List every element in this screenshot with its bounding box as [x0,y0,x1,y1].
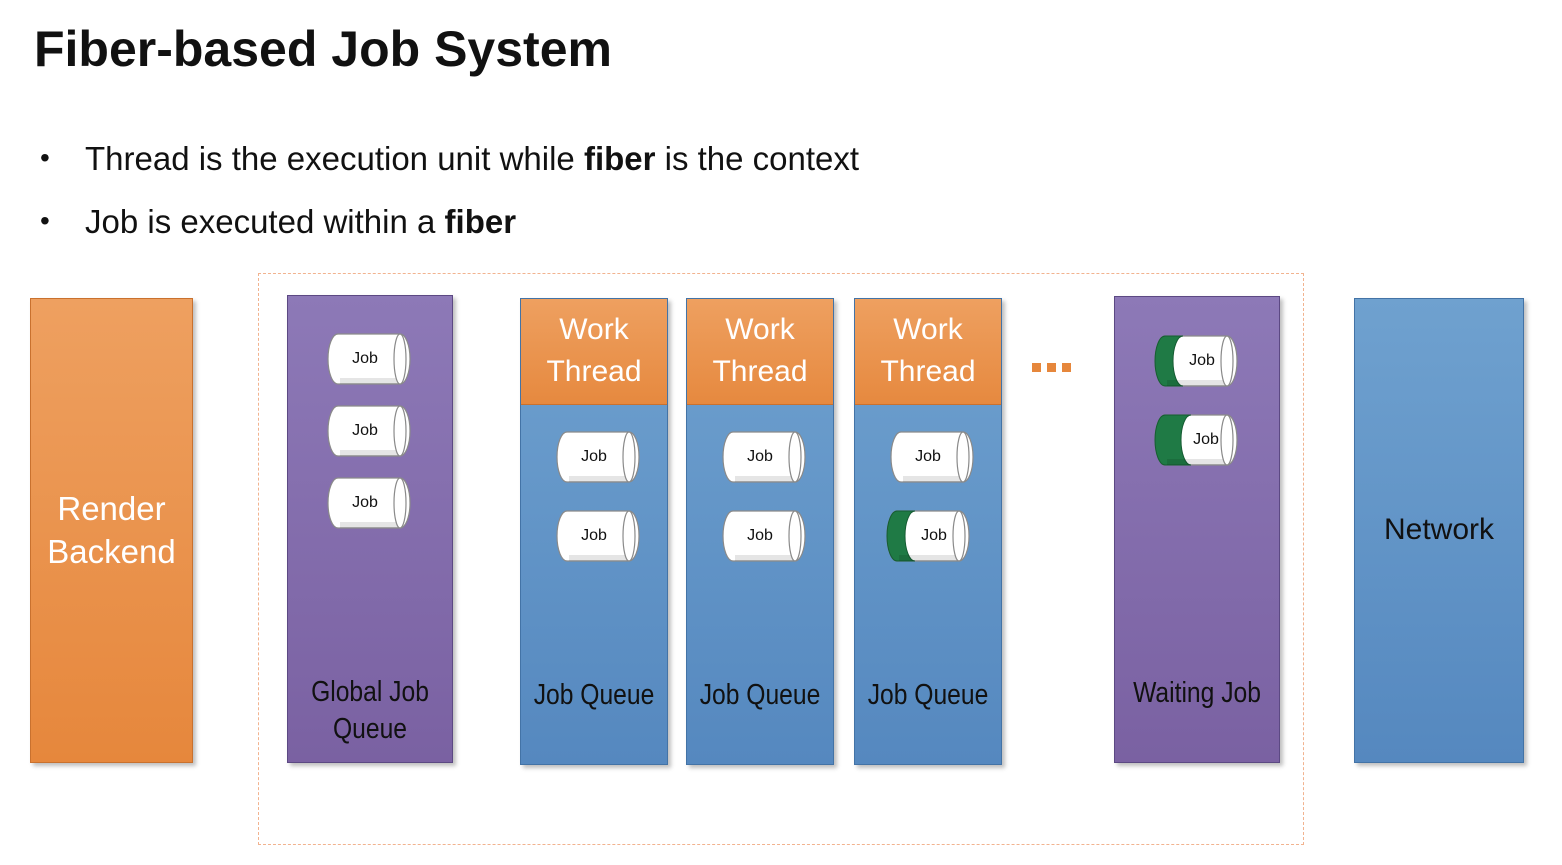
job-cylinder [327,405,411,457]
global-job-queue-label: Global Job Queue [300,674,439,748]
global-job-queue-label-line: Queue [332,713,408,745]
job-label: Job [581,448,607,465]
job-label: Job [747,527,773,544]
bullet-dot: • [40,142,50,173]
fiber-job-item: Job [1153,332,1239,390]
work-thread-column: Work Thread Job Job Job Queue [854,298,1002,765]
job-label: Job [352,494,378,511]
job-cylinder [556,431,640,483]
work-thread-label-line: Work [893,313,963,346]
ellipsis-dot [1062,363,1071,372]
work-thread-label-line: Work [559,313,629,346]
job-item: Job [326,474,412,532]
work-thread-header: Work Thread [521,299,667,405]
job-label: Job [1193,431,1219,448]
work-thread-label-line: Thread [880,355,976,388]
job-cylinder [722,510,806,562]
slide-title: Fiber-based Job System [34,21,612,77]
bullet-text-part: Job is executed within a [85,203,445,240]
job-item: Job [326,330,412,388]
job-queue-label: Job Queue [867,679,989,711]
bullet-dot: • [40,205,50,236]
render-backend-label-line: Render [57,490,166,527]
job-label: Job [352,422,378,439]
job-item: Job [555,507,641,565]
work-thread-label-line: Work [725,313,795,346]
job-label: Job [921,527,947,544]
ellipsis-dot [1032,363,1041,372]
render-backend-label-line: Backend [47,533,176,570]
fiber-job-item: Job [1153,411,1239,469]
bullet-bold-term: fiber [444,203,517,240]
fiber-job-item: Job [885,507,971,565]
fiber-context-segment [1154,335,1184,387]
fiber-job-cylinder [1154,335,1238,387]
render-backend-box: Render Backend [30,298,193,763]
job-item: Job [721,428,807,486]
network-box: Network [1354,298,1524,763]
job-label: Job [352,350,378,367]
global-job-queue-box: Job Job Job Global Job Queue [287,295,453,763]
job-cylinder [890,431,974,483]
job-cylinder [556,510,640,562]
job-queue-label: Job Queue [533,679,655,711]
job-item: Job [889,428,975,486]
bullet-bold-term: fiber [583,140,656,177]
fiber-context-segment [1154,414,1192,466]
render-backend-label: Render Backend [31,487,192,573]
job-label: Job [747,448,773,465]
job-cylinder [327,477,411,529]
ellipsis-dot [1047,363,1056,372]
work-thread-column: Work Thread Job Job Job Queue [520,298,668,765]
network-label: Network [1383,513,1495,546]
job-label: Job [1189,352,1215,369]
fiber-context-segment [886,510,916,562]
bullet-text-part: Thread is the execution unit while [85,140,584,177]
job-system-boundary [258,273,1304,845]
job-queue-label: Job Queue [699,679,821,711]
job-item: Job [326,402,412,460]
work-thread-header: Work Thread [687,299,833,405]
waiting-job-label: Waiting Job [1133,677,1261,709]
job-item: Job [555,428,641,486]
work-thread-column: Work Thread Job Job Job Queue [686,298,834,765]
more-threads-ellipsis [1032,363,1077,372]
job-cylinder [722,431,806,483]
waiting-job-box: Job Job Waiting Job [1114,296,1280,763]
bullet-text: Job is executed within a fiber [85,203,516,241]
job-label: Job [915,448,941,465]
job-item: Job [721,507,807,565]
fiber-job-cylinder [1154,414,1238,466]
work-thread-label-line: Thread [712,355,808,388]
job-label: Job [581,527,607,544]
bullet-text: Thread is the execution unit while fiber… [85,140,859,178]
job-cylinder [327,333,411,385]
fiber-job-cylinder [886,510,970,562]
global-job-queue-label-line: Global Job [311,676,429,708]
work-thread-header: Work Thread [855,299,1001,405]
bullet-text-part: is the context [655,140,860,177]
work-thread-label-line: Thread [546,355,642,388]
